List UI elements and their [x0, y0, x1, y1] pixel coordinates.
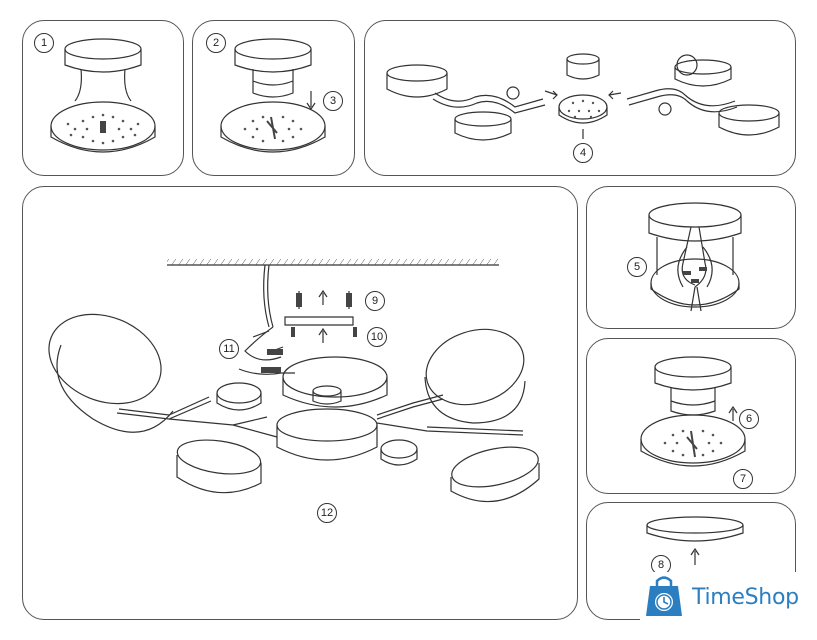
- panel-step-6-7: 6 7: [586, 338, 796, 494]
- panel-step-2: 2 3: [192, 20, 355, 176]
- step-number-5: 5: [627, 257, 647, 277]
- canopy-base-drawing: [50, 38, 156, 153]
- brand-logo: TimeShop: [640, 572, 812, 624]
- step-number-6: 6: [739, 409, 759, 429]
- shade-ring-drawing: [646, 516, 744, 565]
- panel-step-5: 5: [586, 186, 796, 329]
- step-number-11: 11: [219, 339, 239, 359]
- canopy-mount-drawing: [220, 38, 326, 153]
- step-number-4: 4: [573, 143, 593, 163]
- step-number-3: 3: [323, 91, 343, 111]
- panel-step-1: 1: [22, 20, 184, 176]
- panel-step-12: 9 10 11 12: [22, 186, 578, 620]
- panel-step-4: 4: [364, 20, 796, 176]
- chandelier-assembly-drawing: [48, 259, 540, 503]
- step-number-7: 7: [733, 469, 753, 489]
- shopping-bag-clock-icon: [646, 576, 682, 616]
- step-number-9: 9: [365, 291, 385, 311]
- step-number-1: 1: [34, 33, 54, 53]
- step-number-2: 2: [206, 33, 226, 53]
- arms-connection-drawing: [386, 53, 780, 141]
- brand-name: TimeShop: [692, 585, 799, 610]
- wiring-inside-canopy-drawing: [648, 202, 742, 312]
- canopy-cover-fit-drawing: [640, 356, 746, 467]
- step-number-12: 12: [317, 503, 337, 523]
- step-number-10: 10: [367, 327, 387, 347]
